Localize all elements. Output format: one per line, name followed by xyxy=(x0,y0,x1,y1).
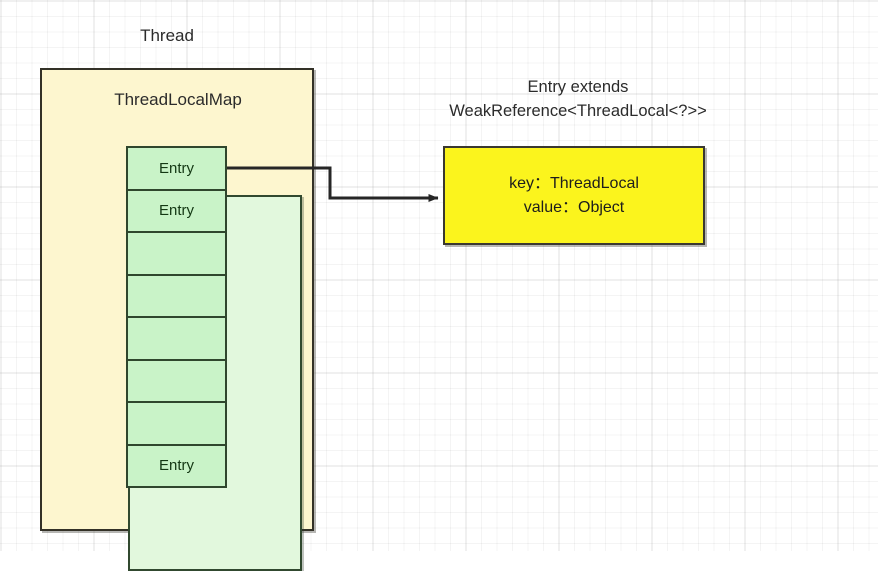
entry-cell[interactable]: Entry xyxy=(126,188,227,233)
entry-table: Entry Entry Entry xyxy=(126,146,227,488)
thread-label: Thread xyxy=(140,26,194,45)
entry-key-line: key：ThreadLocal xyxy=(509,175,639,193)
entry-cell[interactable] xyxy=(126,273,227,318)
entry-value-line: value：Object xyxy=(523,198,625,216)
entry-detail-box: key：ThreadLocal value：Object xyxy=(443,146,705,245)
entry-cell[interactable] xyxy=(126,231,227,276)
entry-cell[interactable] xyxy=(126,401,227,446)
entry-cell[interactable] xyxy=(126,358,227,403)
entry-cell[interactable] xyxy=(126,316,227,361)
entry-cell[interactable]: Entry xyxy=(126,443,227,488)
entry-class-caption: Entry extends WeakReference<ThreadLocal<… xyxy=(398,76,758,124)
entry-cell[interactable]: Entry xyxy=(126,146,227,191)
thread-local-map-label: ThreadLocalMap xyxy=(114,90,242,109)
entry-caption-line-2: WeakReference<ThreadLocal<?>> xyxy=(449,101,707,120)
entry-caption-line-1: Entry extends xyxy=(527,78,629,96)
